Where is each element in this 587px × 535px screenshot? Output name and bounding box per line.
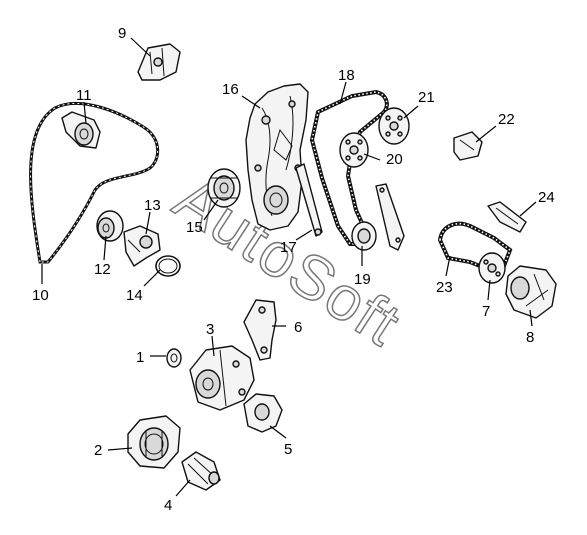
callout-labels: 9 11 10 12 13 14 15 16 17 18 19 20 21 22… <box>32 25 555 514</box>
part-14-o-ring <box>155 255 181 277</box>
part-21-cam-sprocket <box>378 107 410 145</box>
callout-12: 12 <box>94 261 111 278</box>
chain-guide-rail <box>375 183 405 251</box>
callout-15: 15 <box>186 219 203 236</box>
callout-16: 16 <box>222 81 239 98</box>
callout-6: 6 <box>294 319 302 336</box>
part-6-bracket <box>243 299 277 361</box>
part-11-tensioner <box>61 111 101 149</box>
callout-1: 1 <box>136 349 144 366</box>
part-7-oil-pump-sprocket <box>478 252 506 284</box>
callout-11: 11 <box>76 87 92 104</box>
callout-14: 14 <box>126 287 143 304</box>
callout-19: 19 <box>354 271 371 288</box>
part-15-crank-pulley <box>207 168 241 208</box>
callout-17: 17 <box>280 239 297 256</box>
callout-2: 2 <box>94 442 102 459</box>
part-3-water-pump <box>189 345 255 411</box>
part-17-chain-guide <box>295 163 323 237</box>
part-1-seal <box>166 348 182 368</box>
part-12-idler-pulley <box>96 210 124 242</box>
callout-9: 9 <box>118 25 126 42</box>
part-2-housing <box>127 415 181 469</box>
part-4-fitting <box>181 451 221 491</box>
part-8-oil-pump <box>505 265 557 319</box>
callout-13: 13 <box>144 197 161 214</box>
part-19-crank-sprocket <box>351 221 377 251</box>
callout-18: 18 <box>338 67 355 84</box>
part-10-belt <box>29 101 160 264</box>
part-16-timing-cover <box>245 83 309 231</box>
part-5-thermostat-housing <box>243 393 283 433</box>
part-20-cam-sprocket <box>339 132 369 168</box>
part-24-tensioner-blade <box>487 201 527 233</box>
callout-22: 22 <box>498 111 515 128</box>
callout-3: 3 <box>206 321 214 338</box>
callout-7: 7 <box>482 303 490 320</box>
part-22-sensor <box>453 131 483 161</box>
part-9-bracket <box>137 43 181 81</box>
callout-24: 24 <box>538 189 555 206</box>
callout-5: 5 <box>284 441 292 458</box>
part-13-tensioner-assembly <box>123 225 161 267</box>
callout-4: 4 <box>164 497 172 514</box>
callout-21: 21 <box>418 89 435 106</box>
callout-10: 10 <box>32 287 49 304</box>
callout-8: 8 <box>526 329 534 346</box>
callout-20: 20 <box>386 151 403 168</box>
leader-lines <box>41 37 537 497</box>
part-18-timing-chain <box>309 89 389 246</box>
callout-23: 23 <box>436 279 453 296</box>
